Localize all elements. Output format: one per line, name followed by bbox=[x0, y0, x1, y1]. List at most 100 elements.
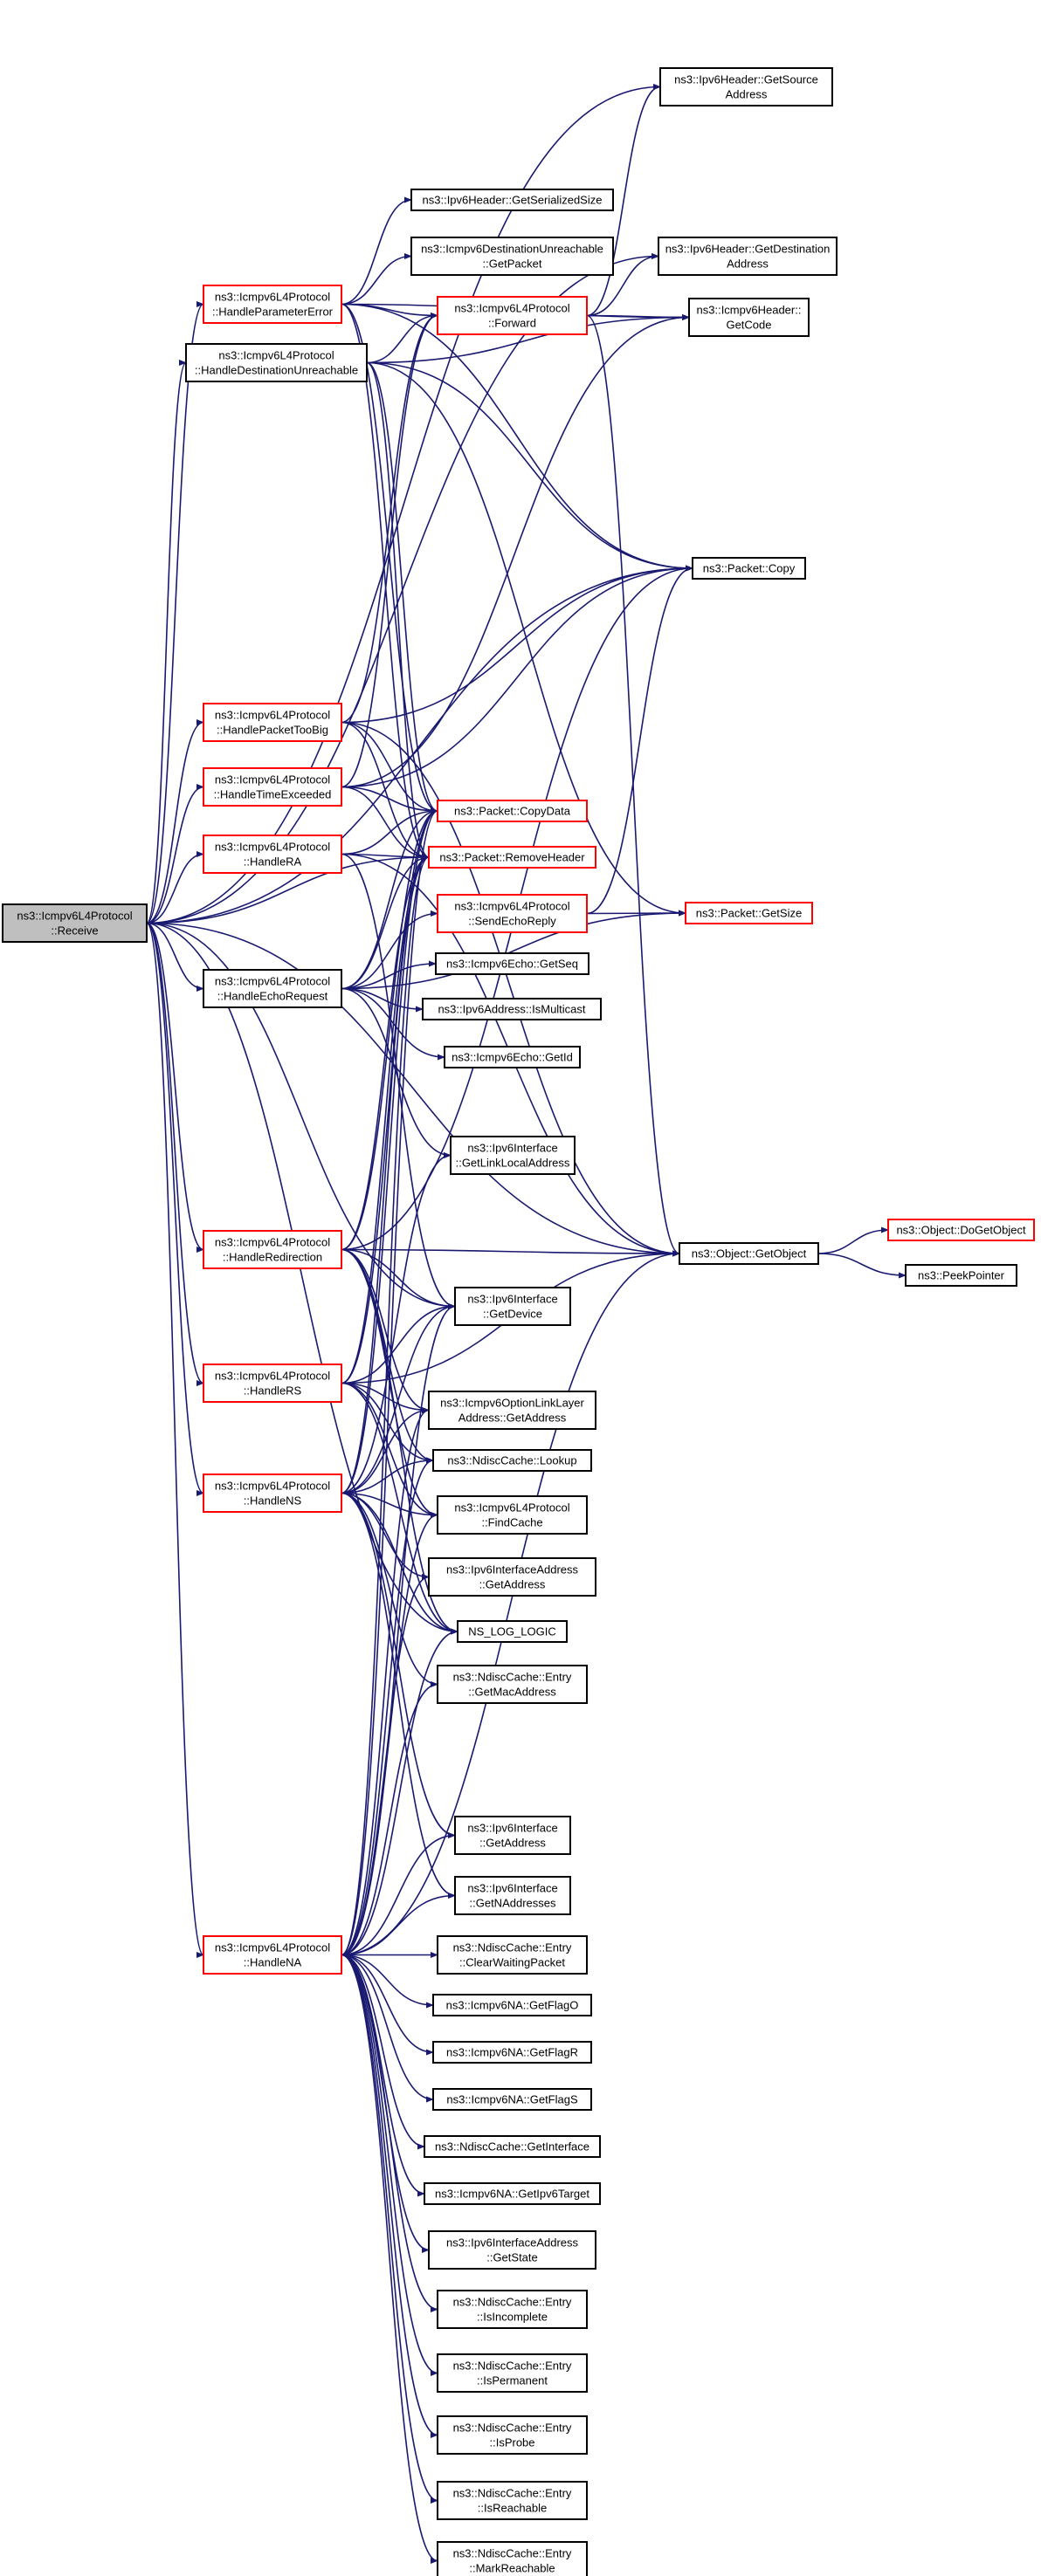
node-getCode[interactable]: ns3::Icmpv6Header::GetCode bbox=[688, 298, 810, 337]
node-handleTimeExceeded[interactable]: ns3::Icmpv6L4Protocol::HandleTimeExceede… bbox=[203, 767, 342, 807]
node-label-packetCopy-0: ns3::Packet::Copy bbox=[703, 562, 796, 575]
node-label-getMacAddress-1: ::GetMacAddress bbox=[468, 1686, 556, 1699]
node-handleDestUnreach[interactable]: ns3::Icmpv6L4Protocol::HandleDestination… bbox=[185, 343, 368, 382]
edge-handleRS-to-copyData bbox=[341, 807, 438, 1384]
node-packetGetSize[interactable]: ns3::Packet::GetSize bbox=[685, 902, 813, 924]
node-doGetObject[interactable]: ns3::Object::DoGetObject bbox=[887, 1219, 1035, 1241]
node-echoGetId[interactable]: ns3::Icmpv6Echo::GetId bbox=[444, 1046, 581, 1068]
edge-handleNS-to-nsLogLogic bbox=[341, 1492, 458, 1635]
node-nsLogLogic[interactable]: NS_LOG_LOGIC bbox=[457, 1620, 568, 1643]
node-isReachable[interactable]: ns3::NdiscCache::Entry::IsReachable bbox=[437, 2481, 588, 2520]
node-receive[interactable]: ns3::Icmpv6L4Protocol::Receive bbox=[2, 903, 148, 943]
node-box-handleEchoRequest bbox=[203, 969, 342, 1008]
node-label-markReachable-0: ns3::NdiscCache::Entry bbox=[453, 2547, 572, 2560]
edge-handleNS-to-ndiscLookup bbox=[341, 1457, 434, 1494]
node-handleNS[interactable]: ns3::Icmpv6L4Protocol::HandleNS bbox=[203, 1473, 342, 1513]
edge-handleDestUnreach-to-packetCopy bbox=[366, 361, 693, 572]
node-isProbe[interactable]: ns3::NdiscCache::Entry::IsProbe bbox=[437, 2415, 588, 2455]
node-findCache[interactable]: ns3::Icmpv6L4Protocol::FindCache bbox=[437, 1495, 588, 1535]
node-label-handlePacketTooBig-1: ::HandlePacketTooBig bbox=[217, 724, 328, 737]
node-label-getCode-1: GetCode bbox=[726, 319, 771, 332]
node-label-isReachable-1: ::IsReachable bbox=[478, 2502, 548, 2515]
node-getIpv6Target[interactable]: ns3::Icmpv6NA::GetIpv6Target bbox=[424, 2182, 601, 2205]
node-clearWaitingPacket[interactable]: ns3::NdiscCache::Entry::ClearWaitingPack… bbox=[437, 1935, 588, 1975]
node-box-clearWaitingPacket bbox=[437, 1935, 588, 1975]
node-label-clearWaitingPacket-1: ::ClearWaitingPacket bbox=[459, 1956, 565, 1969]
node-box-handleTimeExceeded bbox=[203, 767, 342, 807]
node-getNAddresses[interactable]: ns3::Ipv6Interface::GetNAddresses bbox=[454, 1876, 571, 1915]
node-handlePacketTooBig[interactable]: ns3::Icmpv6L4Protocol::HandlePacketTooBi… bbox=[203, 703, 342, 742]
node-handleRedirection[interactable]: ns3::Icmpv6L4Protocol::HandleRedirection bbox=[203, 1230, 342, 1269]
node-label-isPermanent-0: ns3::NdiscCache::Entry bbox=[453, 2360, 572, 2373]
node-handleNA[interactable]: ns3::Icmpv6L4Protocol::HandleNA bbox=[203, 1935, 342, 1975]
node-isMulticast[interactable]: ns3::Ipv6Address::IsMulticast bbox=[422, 998, 602, 1020]
node-label-getFlagO-0: ns3::Icmpv6NA::GetFlagO bbox=[446, 1999, 579, 2012]
node-forward[interactable]: ns3::Icmpv6L4Protocol::Forward bbox=[437, 296, 588, 335]
node-label-doGetObject-0: ns3::Object::DoGetObject bbox=[896, 1224, 1026, 1237]
node-getDevice[interactable]: ns3::Ipv6Interface::GetDevice bbox=[454, 1287, 571, 1326]
node-handleEchoRequest[interactable]: ns3::Icmpv6L4Protocol::HandleEchoRequest bbox=[203, 969, 342, 1008]
node-label-ifaceAddrGetAddress-1: ::GetAddress bbox=[479, 1578, 546, 1591]
edge-handleTimeExceeded-to-forward bbox=[341, 312, 438, 788]
node-label-handleDestUnreach-1: ::HandleDestinationUnreachable bbox=[195, 364, 358, 377]
node-box-isReachable bbox=[437, 2481, 588, 2520]
node-label-forward-1: ::Forward bbox=[488, 317, 536, 330]
edge-handleParameterError-to-getSerializedSize bbox=[341, 196, 412, 306]
node-handleRS[interactable]: ns3::Icmpv6L4Protocol::HandleRS bbox=[203, 1364, 342, 1403]
node-label-isProbe-1: ::IsProbe bbox=[489, 2436, 534, 2449]
node-box-handleRA bbox=[203, 835, 342, 874]
node-box-handleDestUnreach bbox=[185, 343, 368, 382]
node-getInterface[interactable]: ns3::NdiscCache::GetInterface bbox=[424, 2135, 601, 2158]
node-optLinkLayerGetAddress[interactable]: ns3::Icmpv6OptionLinkLayerAddress::GetAd… bbox=[428, 1391, 596, 1430]
node-getSerializedSize[interactable]: ns3::Ipv6Header::GetSerializedSize bbox=[410, 189, 614, 211]
edge-handleNS-to-removeHeader bbox=[341, 854, 430, 1494]
node-handleRA[interactable]: ns3::Icmpv6L4Protocol::HandleRA bbox=[203, 835, 342, 874]
node-box-ifaceGetAddress bbox=[454, 1816, 571, 1855]
node-getObject[interactable]: ns3::Object::GetObject bbox=[679, 1242, 819, 1265]
node-label-receive-1: ::Receive bbox=[51, 924, 98, 938]
node-label-getObject-0: ns3::Object::GetObject bbox=[692, 1247, 807, 1261]
node-label-sendEchoReply-0: ns3::Icmpv6L4Protocol bbox=[454, 900, 569, 913]
edge-receive-to-handleTimeExceeded bbox=[146, 783, 204, 924]
node-isPermanent[interactable]: ns3::NdiscCache::Entry::IsPermanent bbox=[437, 2353, 588, 2393]
node-handleParameterError[interactable]: ns3::Icmpv6L4Protocol::HandleParameterEr… bbox=[203, 285, 342, 324]
edge-handlePacketTooBig-to-getObject bbox=[341, 721, 680, 1257]
node-box-isPermanent bbox=[437, 2353, 588, 2393]
node-getFlagR[interactable]: ns3::Icmpv6NA::GetFlagR bbox=[432, 2041, 592, 2064]
edge-handleNS-to-getNAddresses bbox=[341, 1492, 456, 1899]
edge-handleNA-to-getFlagS bbox=[341, 1954, 434, 2103]
edge-receive-to-handleRS bbox=[146, 922, 204, 1386]
node-label-forward-0: ns3::Icmpv6L4Protocol bbox=[454, 302, 569, 315]
node-label-handleRedirection-1: ::HandleRedirection bbox=[223, 1251, 322, 1264]
node-ndiscLookup[interactable]: ns3::NdiscCache::Lookup bbox=[432, 1449, 592, 1472]
node-echoGetSeq[interactable]: ns3::Icmpv6Echo::GetSeq bbox=[435, 952, 589, 975]
call-nodes: ns3::Icmpv6L4Protocol::Receivens3::Icmpv… bbox=[2, 67, 1035, 2576]
node-isIncomplete[interactable]: ns3::NdiscCache::Entry::IsIncomplete bbox=[437, 2290, 588, 2329]
edge-handleNS-to-getLinkLocalAddress bbox=[341, 1151, 452, 1494]
edge-receive-to-handleEchoRequest bbox=[146, 922, 204, 993]
node-markReachable[interactable]: ns3::NdiscCache::Entry::MarkReachable bbox=[437, 2541, 588, 2576]
node-removeHeader[interactable]: ns3::Packet::RemoveHeader bbox=[428, 846, 596, 869]
edge-handleRS-to-findCache bbox=[341, 1382, 438, 1519]
node-copyData[interactable]: ns3::Packet::CopyData bbox=[437, 800, 588, 822]
node-getState[interactable]: ns3::Ipv6InterfaceAddress::GetState bbox=[428, 2230, 596, 2270]
node-label-handlePacketTooBig-0: ns3::Icmpv6L4Protocol bbox=[215, 709, 330, 722]
node-ifaceGetAddress[interactable]: ns3::Ipv6Interface::GetAddress bbox=[454, 1816, 571, 1855]
node-getLinkLocalAddress[interactable]: ns3::Ipv6Interface::GetLinkLocalAddress bbox=[450, 1136, 576, 1175]
node-label-optLinkLayerGetAddress-0: ns3::Icmpv6OptionLinkLayer bbox=[440, 1397, 584, 1410]
node-ifaceAddrGetAddress[interactable]: ns3::Ipv6InterfaceAddress::GetAddress bbox=[428, 1557, 596, 1597]
node-peekPointer[interactable]: ns3::PeekPointer bbox=[905, 1264, 1017, 1287]
node-box-getState bbox=[428, 2230, 596, 2270]
node-label-markReachable-1: ::MarkReachable bbox=[469, 2562, 555, 2575]
node-sendEchoReply[interactable]: ns3::Icmpv6L4Protocol::SendEchoReply bbox=[437, 894, 588, 933]
node-packetCopy[interactable]: ns3::Packet::Copy bbox=[692, 557, 806, 580]
node-getFlagS[interactable]: ns3::Icmpv6NA::GetFlagS bbox=[432, 2088, 592, 2111]
edge-handleNA-to-isPermanent bbox=[341, 1954, 438, 2377]
node-box-getObject bbox=[679, 1242, 819, 1265]
node-getFlagO[interactable]: ns3::Icmpv6NA::GetFlagO bbox=[432, 1994, 592, 2016]
node-getMacAddress[interactable]: ns3::NdiscCache::Entry::GetMacAddress bbox=[437, 1665, 588, 1704]
node-destUnreachGetPacket[interactable]: ns3::Icmpv6DestinationUnreachable::GetPa… bbox=[410, 237, 614, 276]
node-label-getLinkLocalAddress-0: ns3::Ipv6Interface bbox=[467, 1142, 557, 1155]
